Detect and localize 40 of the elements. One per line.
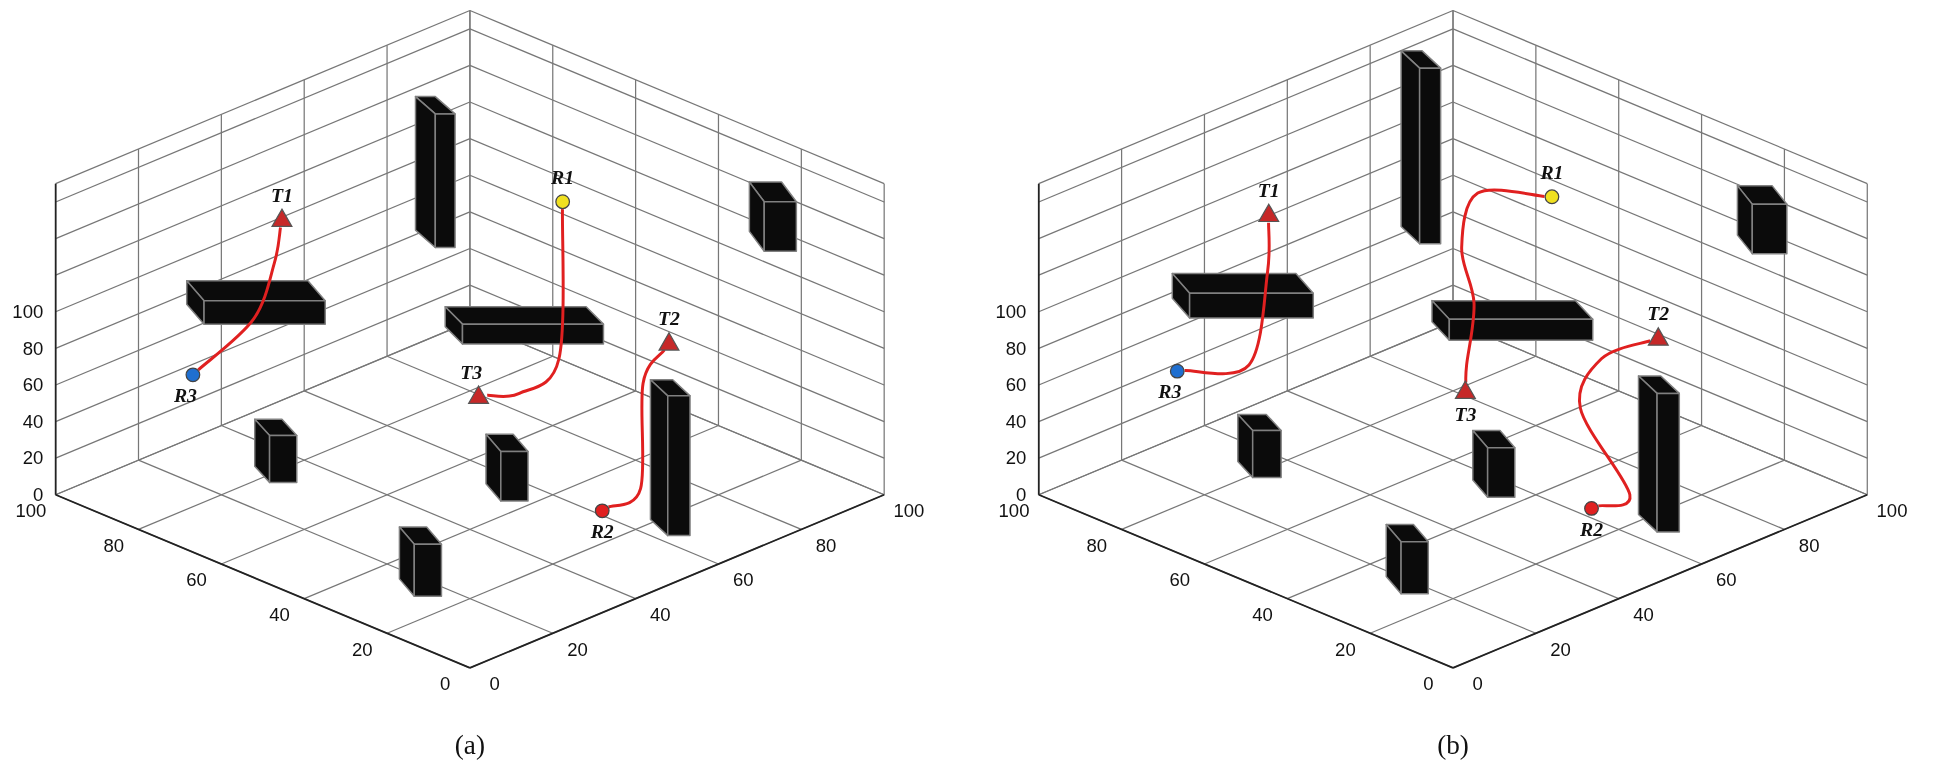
tick-label: 60 <box>22 374 44 396</box>
tick-label: 100 <box>1876 500 1908 522</box>
tick-label: 40 <box>650 603 671 625</box>
tick-label: 0 <box>489 673 500 695</box>
path-curve <box>1578 339 1651 508</box>
tick-label: 100 <box>893 500 925 522</box>
tick-label: 60 <box>1169 569 1191 591</box>
panel-caption: (b) <box>1437 730 1469 761</box>
tick-label: 20 <box>352 638 373 660</box>
tick-label: 40 <box>1005 410 1027 432</box>
tick-label: 0 <box>440 673 451 695</box>
tick-label: 60 <box>1716 569 1737 591</box>
path-curve <box>197 227 282 371</box>
tick-label: 60 <box>186 569 207 591</box>
panel-caption: (a) <box>454 730 485 761</box>
tick-label: 80 <box>1086 534 1108 556</box>
tick-label: 100 <box>995 300 1027 322</box>
tick-label: 20 <box>1550 638 1571 660</box>
tick-label: 100 <box>12 300 44 322</box>
tick-label: 40 <box>1252 603 1273 625</box>
tick-label: 40 <box>22 410 44 432</box>
path-curve <box>487 209 565 399</box>
tick-label: 60 <box>1005 374 1027 396</box>
tick-label: 40 <box>1633 603 1654 625</box>
tick-label: 0 <box>1423 673 1434 695</box>
tick-label: 80 <box>103 534 125 556</box>
tick-label: 20 <box>22 447 44 469</box>
tick-label: 80 <box>1798 534 1820 556</box>
path-curve <box>1460 188 1545 383</box>
tick-label: 60 <box>732 569 754 591</box>
tick-label: 20 <box>1335 638 1356 660</box>
path-curve <box>608 349 666 509</box>
tick-label: 0 <box>1472 673 1483 695</box>
path-curve <box>1184 222 1271 376</box>
tick-label: 40 <box>269 603 290 625</box>
tick-label: 80 <box>1005 337 1027 359</box>
tick-label: 80 <box>22 337 44 359</box>
tick-label: 20 <box>1005 447 1027 469</box>
tick-label: 20 <box>567 638 588 660</box>
tick-label: 80 <box>815 534 837 556</box>
